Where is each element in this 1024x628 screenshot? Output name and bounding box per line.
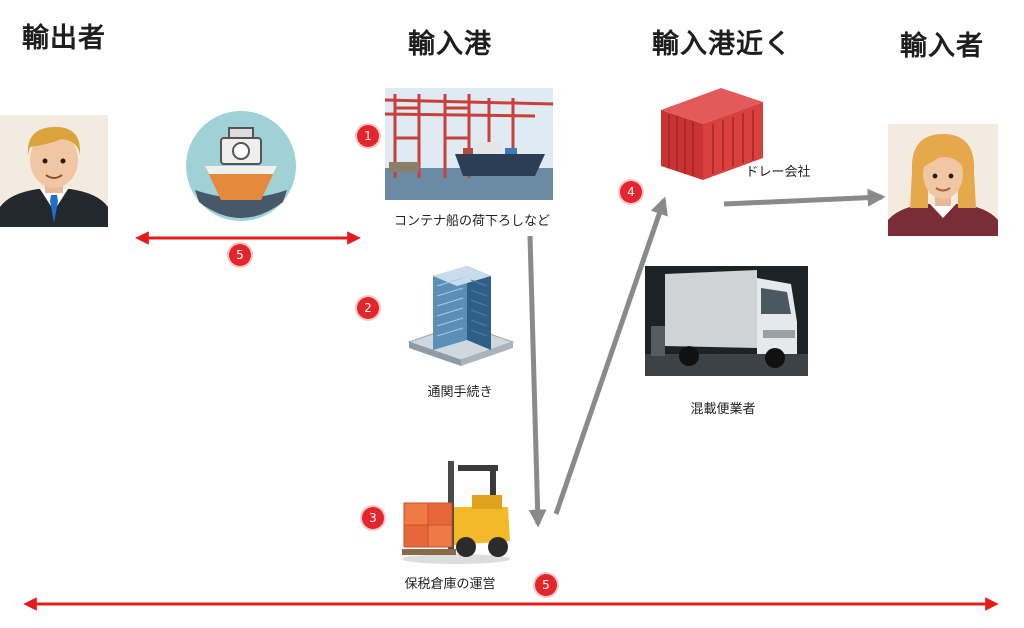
caption-warehouse: 保税倉庫の運営: [404, 577, 496, 592]
gray-arrow-drayage-importer: [723, 188, 886, 207]
badge-step-5-bottom: 5: [535, 574, 557, 596]
badge-step-4: 4: [620, 181, 642, 203]
importer-avatar: [888, 124, 998, 236]
forklift-icon: [398, 455, 513, 565]
gray-arrow-port-warehouse: [527, 235, 547, 528]
header-importer: 輸入者: [900, 31, 984, 62]
caption-unloading: コンテナ船の荷下ろしなど: [393, 214, 550, 229]
ship-icon: [185, 110, 297, 222]
badge-step-3: 3: [362, 507, 384, 529]
badge-step-1: 1: [357, 125, 379, 147]
header-near-port: 輸入港近く: [652, 29, 792, 60]
caption-consolidator: 混載便業者: [690, 402, 756, 417]
header-exporter: 輸出者: [22, 23, 106, 54]
woman-avatar-icon: [888, 134, 998, 236]
caption-customs: 通関手続き: [427, 385, 493, 400]
truck-photo: [645, 266, 808, 376]
office-building-icon: [405, 262, 517, 366]
badge-step-2: 2: [357, 297, 379, 319]
caption-drayage: ドレー会社: [745, 165, 811, 180]
shipping-container-icon: [655, 84, 767, 184]
man-avatar-icon: [0, 126, 108, 227]
badge-step-5-top: 5: [229, 244, 251, 266]
gray-arrow-warehouse-drayage: [553, 196, 668, 515]
exporter-avatar: [0, 115, 108, 227]
port-crane-photo: [385, 88, 553, 200]
header-import-port: 輸入港: [408, 29, 492, 60]
